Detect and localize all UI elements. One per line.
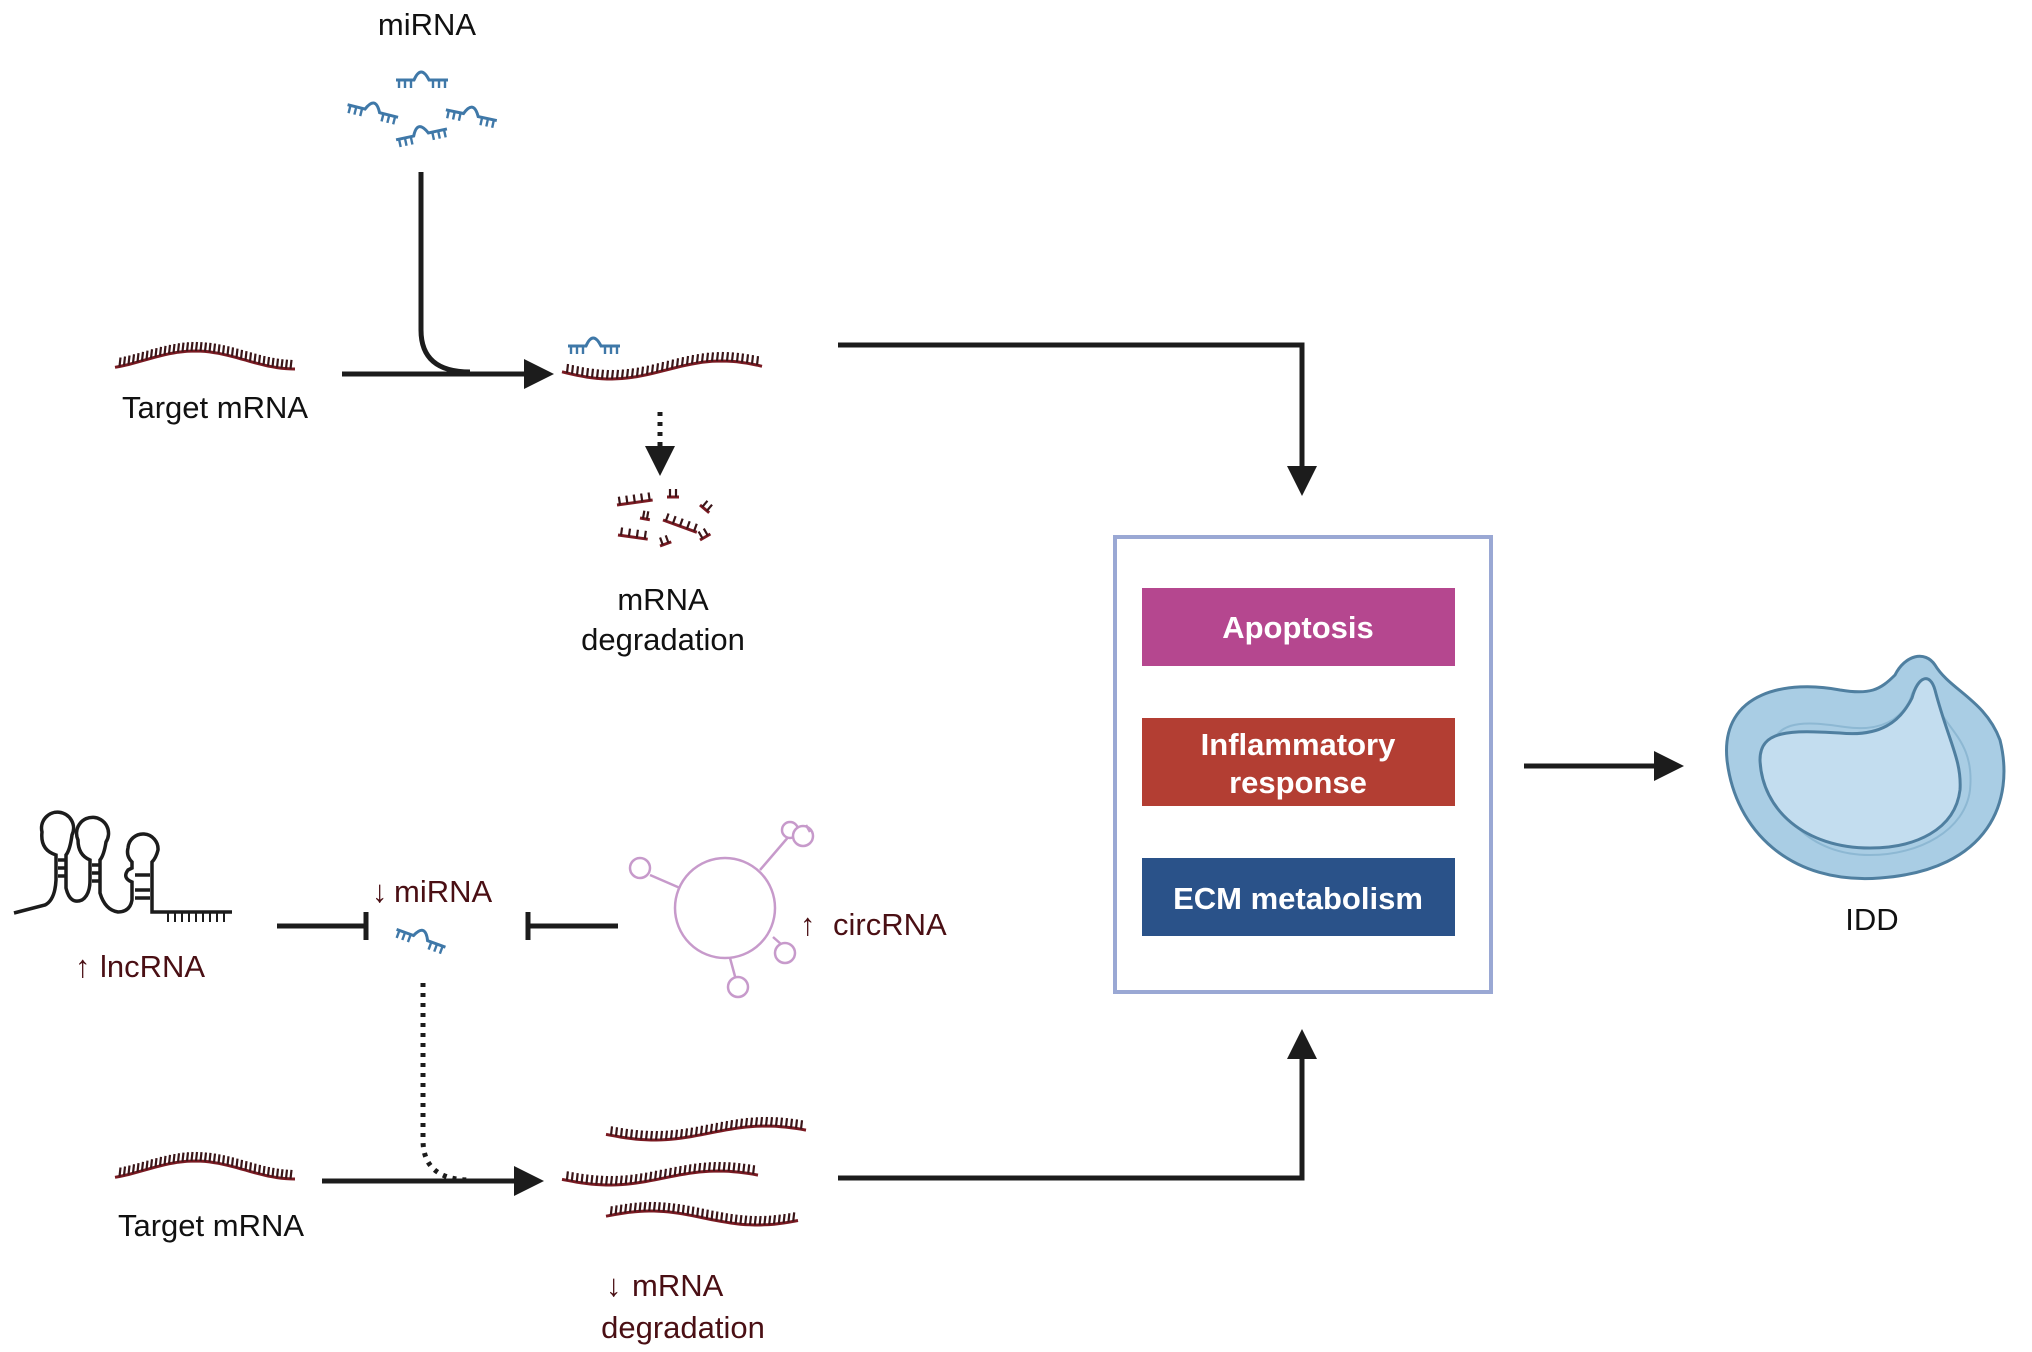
circrna-inhibits-mirna <box>525 912 618 940</box>
svg-text:Inflammatory: Inflammatory <box>1201 727 1396 762</box>
svg-text:miRNA: miRNA <box>378 7 476 42</box>
outcome-inflammatory-response: Inflammatory response <box>1142 718 1455 806</box>
idd-label: IDD <box>1845 902 1898 937</box>
top-to-outcomes-arrow <box>838 342 1317 496</box>
lncrna-up-arrow: ↑ <box>75 949 91 984</box>
lncrna-structure-icon <box>13 810 232 922</box>
outcome-apoptosis: Apoptosis <box>1142 588 1455 666</box>
circrna-label: circRNA <box>833 907 947 942</box>
bottom-to-outcomes-arrow <box>838 1029 1317 1181</box>
top-mirna-label: miRNA <box>378 7 476 42</box>
top-target-mrna-label: Target mRNA <box>122 390 308 425</box>
circrna-structure-icon <box>628 820 815 999</box>
bottom-target-mrna-label: Target mRNA <box>118 1208 304 1243</box>
outcome-ecm-metabolism: ECM metabolism <box>1142 858 1455 936</box>
top-degradation-label-line2: degradation <box>581 622 745 657</box>
svg-text:ECM metabolism: ECM metabolism <box>1173 881 1423 916</box>
intervertebral-disc-icon <box>1725 654 2006 881</box>
lncrna-label: lncRNA <box>100 949 205 984</box>
mirna-binding-connector <box>418 172 471 375</box>
mirna-cluster-icon <box>344 70 500 150</box>
mirna-reduced-binding-connector <box>420 983 471 1183</box>
bottom-degradation-down-arrow: ↓ <box>606 1268 622 1303</box>
bottom-mirna-icon <box>392 920 450 957</box>
mirna-mrna-complex-icon <box>561 336 763 381</box>
lncrna-inhibits-mirna <box>277 912 369 940</box>
intact-mrna-group-icon <box>561 1116 807 1227</box>
top-target-mrna-icon <box>114 341 296 371</box>
degraded-mrna-fragments-icon <box>616 489 713 548</box>
top-degradation-label-line1: mRNA <box>617 582 709 617</box>
svg-text:response: response <box>1229 765 1367 800</box>
circrna-up-arrow: ↑ <box>800 907 816 942</box>
svg-text:Apoptosis: Apoptosis <box>1222 610 1374 645</box>
bottom-degradation-label-line2: degradation <box>601 1310 765 1345</box>
mirna-down-arrow: ↓ <box>372 874 388 909</box>
bottom-degradation-label-line1: mRNA <box>632 1268 724 1303</box>
bottom-target-mrna-icon <box>114 1151 296 1181</box>
bottom-mirna-label: miRNA <box>394 874 492 909</box>
